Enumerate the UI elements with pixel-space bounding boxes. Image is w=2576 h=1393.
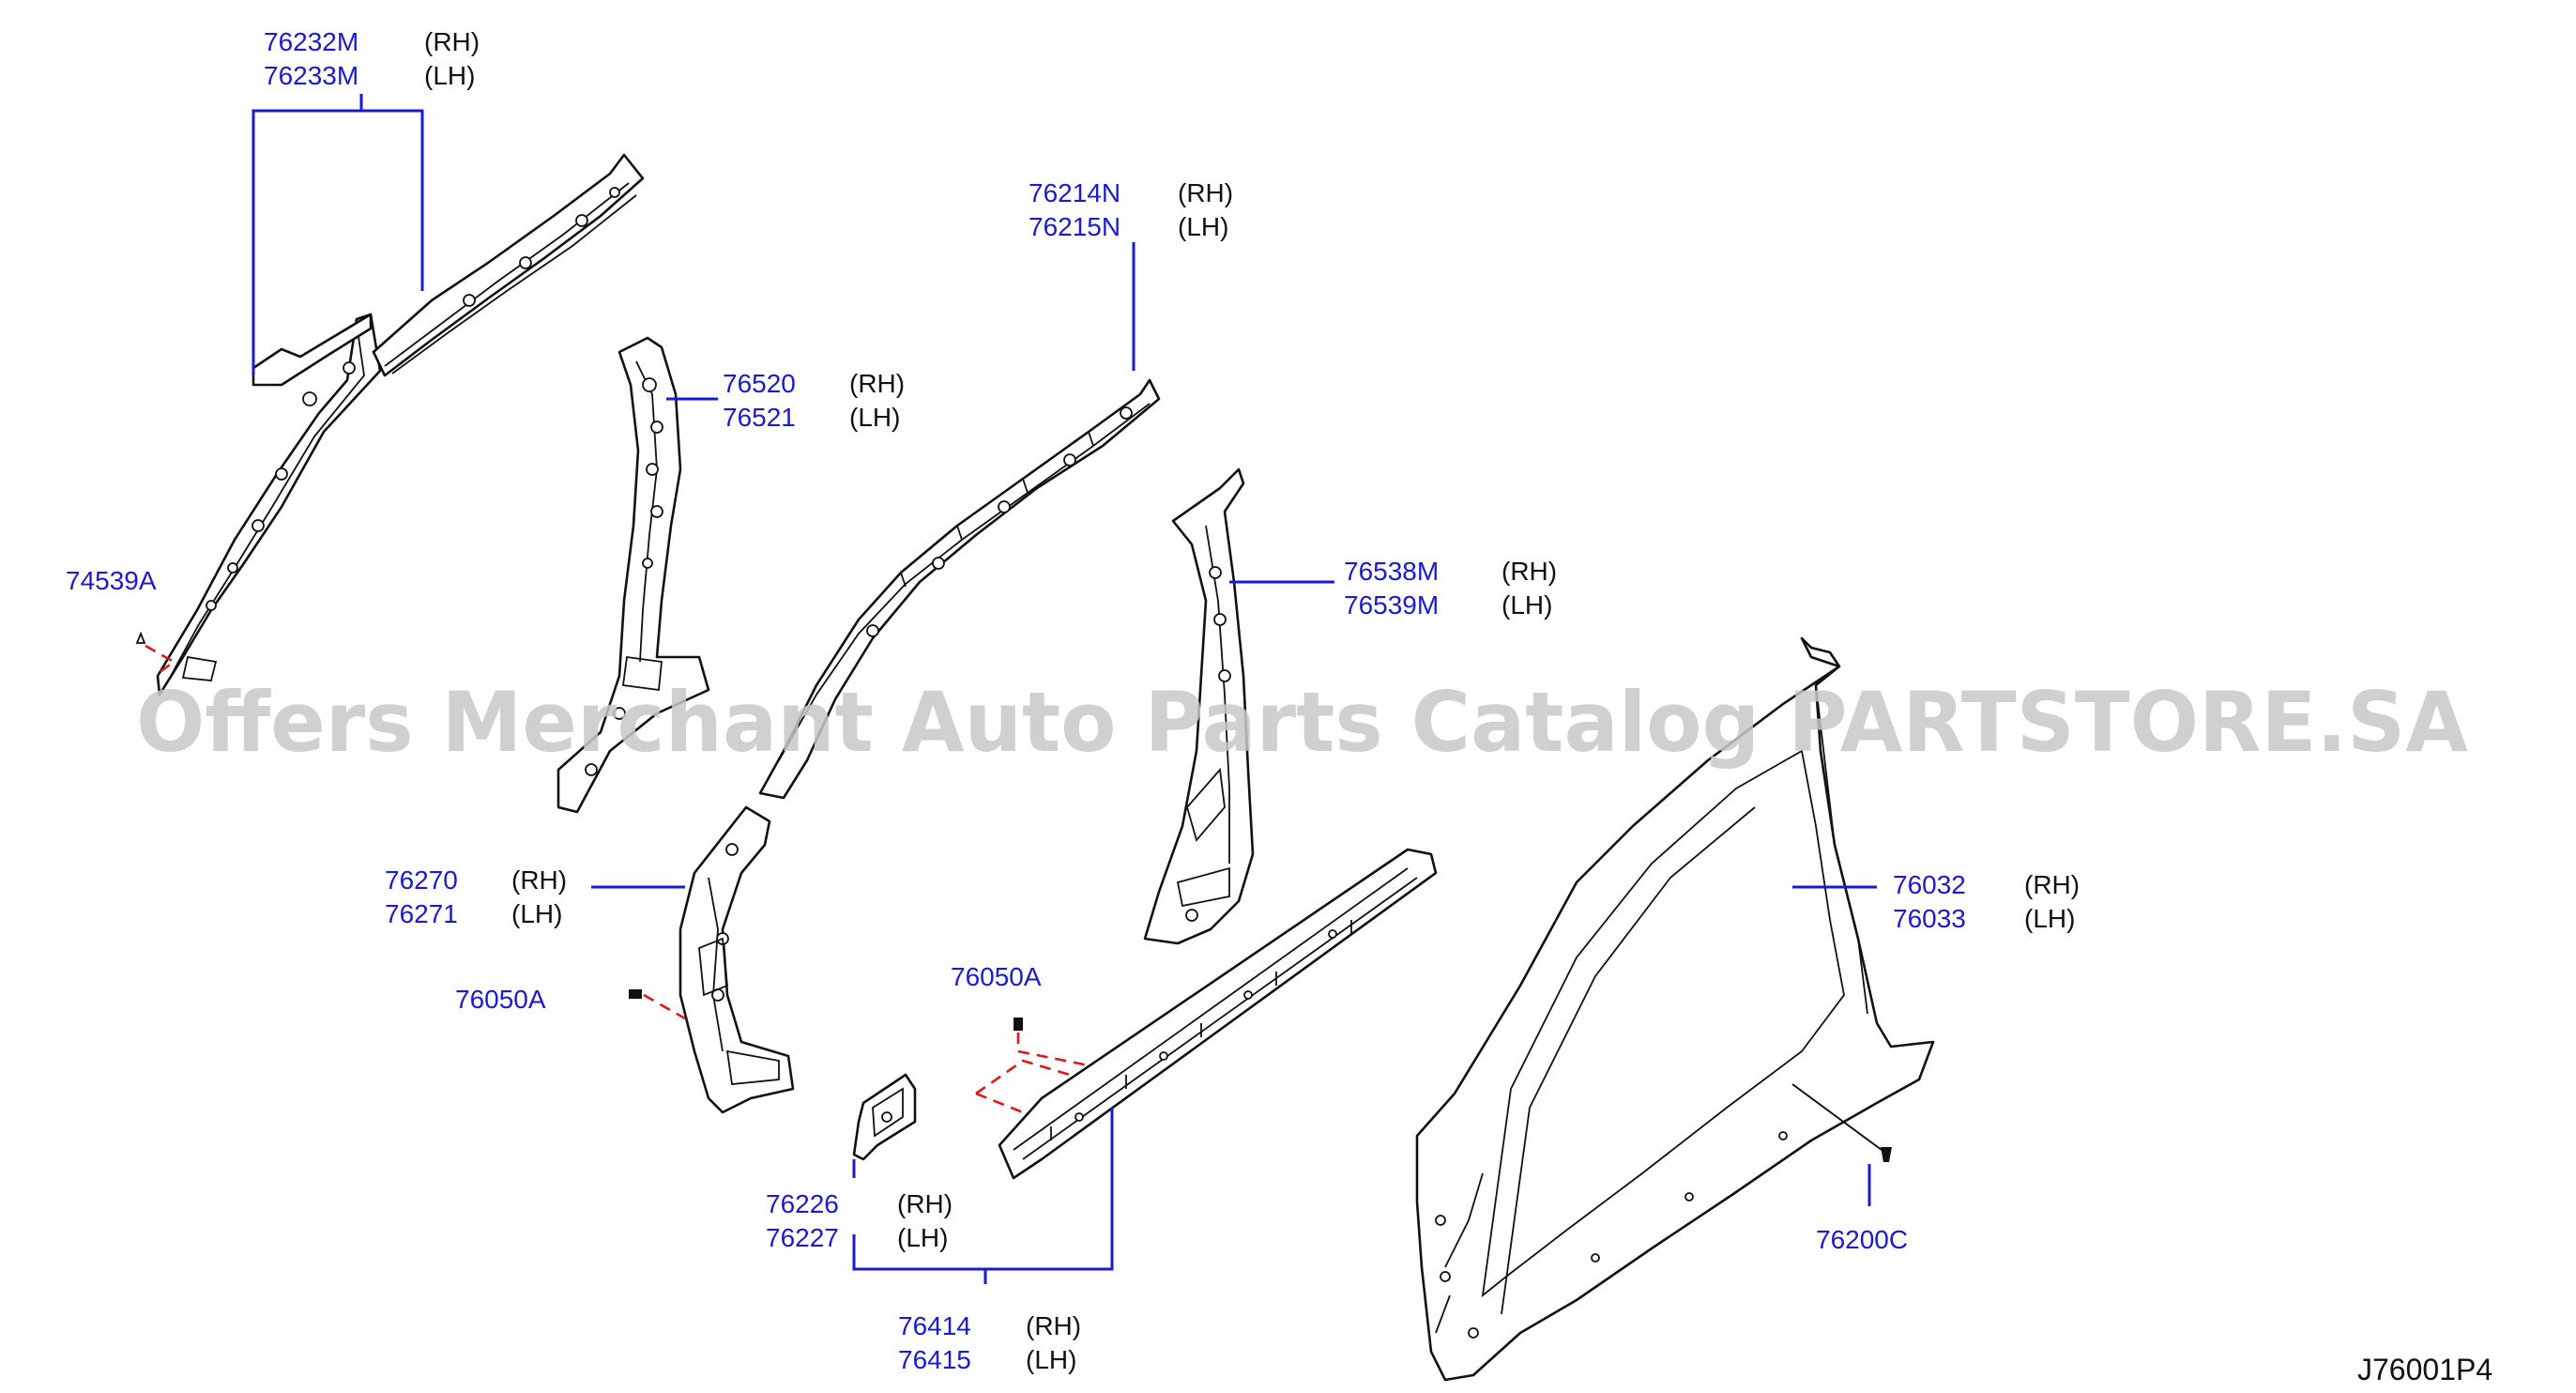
part-76538m-center-pillar[interactable] — [1143, 467, 1255, 945]
fastener-76050a-left[interactable] — [629, 989, 686, 1020]
side-rh: (RH) — [1178, 178, 1233, 207]
side-rh: (RH) — [424, 27, 480, 56]
label-76270[interactable]: 76270 (RH) 76271 (LH) — [385, 865, 567, 928]
part-number-lh[interactable]: 76227 — [766, 1223, 839, 1252]
part-number-lh[interactable]: 76539M — [1344, 590, 1439, 620]
side-rh: (RH) — [849, 369, 905, 398]
part-number-rh[interactable]: 76032 — [1893, 870, 1966, 899]
side-rh: (RH) — [511, 865, 567, 895]
label-74539a[interactable]: 74539A — [66, 566, 157, 595]
label-76232m[interactable]: 76232M (RH) 76233M (LH) — [264, 27, 480, 90]
part-76214n-roof-side-rail[interactable] — [758, 378, 1161, 800]
part-number[interactable]: 76200C — [1816, 1225, 1908, 1254]
label-76520[interactable]: 76520 (RH) 76521 (LH) — [723, 369, 905, 432]
fastener-76200c[interactable] — [1791, 1083, 1892, 1162]
label-76226[interactable]: 76226 (RH) 76227 (LH) — [766, 1189, 953, 1252]
part-76520-pillar-reinforcement[interactable] — [556, 336, 710, 814]
part-number-rh[interactable]: 76232M — [264, 27, 358, 56]
part-number-rh[interactable]: 76414 — [898, 1311, 971, 1340]
diagram-code: J76001P4 — [2357, 1353, 2492, 1386]
part-76232m-front-pillar-upper[interactable] — [156, 153, 645, 696]
part-76270-front-pillar-lower[interactable] — [678, 805, 795, 1114]
fastener-76050a-mid[interactable] — [975, 1018, 1090, 1114]
side-lh: (LH) — [1178, 212, 1228, 241]
part-number-rh[interactable]: 76226 — [766, 1189, 839, 1218]
label-76050a-left[interactable]: 76050A — [455, 985, 546, 1014]
part-number-lh[interactable]: 76521 — [723, 403, 796, 432]
part-number-lh[interactable]: 76033 — [1893, 904, 1966, 933]
part-number-lh[interactable]: 76415 — [898, 1345, 971, 1374]
side-lh: (LH) — [849, 403, 900, 432]
part-number-rh[interactable]: 76520 — [723, 369, 796, 398]
leader-lines — [252, 94, 1877, 1284]
side-lh: (LH) — [897, 1223, 948, 1252]
side-rh: (RH) — [1026, 1311, 1081, 1340]
part-76414-sill-inner[interactable] — [998, 848, 1438, 1180]
label-76050a-mid[interactable]: 76050A — [951, 962, 1042, 991]
part-number[interactable]: 76050A — [951, 962, 1042, 991]
label-76538m[interactable]: 76538M (RH) 76539M (LH) — [1344, 557, 1557, 620]
watermark: Offers Merchant Auto Parts Catalog PARTS… — [136, 674, 2468, 771]
part-number[interactable]: 74539A — [66, 566, 157, 595]
side-rh: (RH) — [1501, 557, 1557, 586]
side-lh: (LH) — [2024, 904, 2075, 933]
part-number[interactable]: 76050A — [455, 985, 546, 1014]
side-lh: (LH) — [424, 61, 475, 90]
side-lh: (LH) — [511, 899, 562, 928]
part-number-lh[interactable]: 76271 — [385, 899, 458, 928]
side-lh: (LH) — [1501, 590, 1552, 620]
side-rh: (RH) — [897, 1189, 953, 1218]
label-76032[interactable]: 76032 (RH) 76033 (LH) — [1893, 870, 2080, 933]
side-lh: (LH) — [1026, 1345, 1076, 1374]
label-76200c[interactable]: 76200C — [1816, 1225, 1908, 1254]
part-number-lh[interactable]: 76215N — [1029, 212, 1120, 241]
side-rh: (RH) — [2024, 870, 2080, 899]
fastener-74539a[interactable] — [135, 631, 176, 678]
part-number-rh[interactable]: 76214N — [1029, 178, 1120, 207]
part-number-rh[interactable]: 76538M — [1344, 557, 1439, 586]
part-number-lh[interactable]: 76233M — [264, 61, 358, 90]
label-76214n[interactable]: 76214N (RH) 76215N (LH) — [1029, 178, 1233, 241]
label-76414[interactable]: 76414 (RH) 76415 (LH) — [898, 1311, 1081, 1374]
part-76226-bracket[interactable] — [852, 1073, 917, 1161]
part-number-rh[interactable]: 76270 — [385, 865, 458, 895]
part-76032-body-side-outer[interactable] — [1415, 636, 1935, 1382]
